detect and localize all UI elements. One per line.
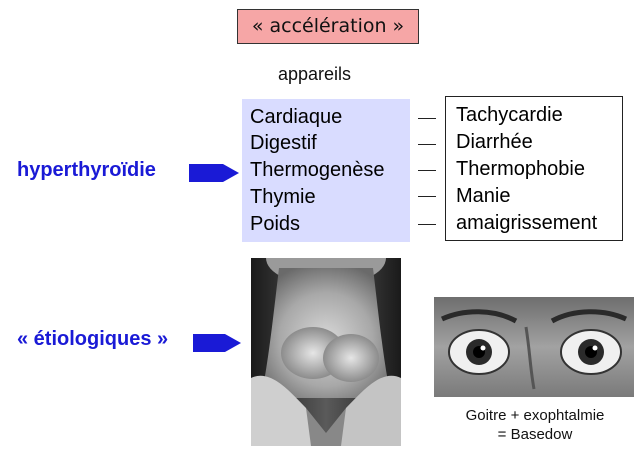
sign-item: Manie [456,185,511,207]
goitre-neck-photo [251,258,401,446]
arrow-right-icon [189,164,239,182]
sign-item: Thermophobie [456,158,585,180]
caption-line: Goitre + exophtalmie [465,407,605,424]
organ-item: Poids [250,213,301,235]
organs-box: Cardiaque Digestif Thermogenèse Thymie P… [242,99,410,242]
connector-dash [418,170,436,171]
sign-item: Diarrhée [456,131,533,153]
sign-item: Tachycardie [456,104,563,126]
sign-item: amaigrissement [456,212,598,234]
organ-item: Cardiaque [250,106,343,128]
label-hyperthyroidie: hyperthyroïdie [17,159,156,181]
photo-caption: Goitre + exophtalmie = Basedow [440,406,630,444]
arrow-right-icon [193,334,241,352]
title: « accélération » [251,15,405,37]
signs-box: Tachycardie Diarrhée Thermophobie Manie … [445,96,623,241]
exophthalmia-eyes-photo [434,297,634,397]
connector-dash [418,224,436,225]
label-etiologiques: « étiologiques » [17,328,169,350]
organ-item: Digestif [250,132,317,154]
caption-line: = Basedow [497,426,573,443]
connector-dash [418,144,436,145]
title-box: « accélération » [237,9,419,44]
connector-dash [418,118,436,119]
organ-item: Thymie [250,186,316,208]
organ-item: Thermogenèse [250,159,385,181]
connector-dash [418,196,436,197]
column-header: appareils [278,64,352,84]
